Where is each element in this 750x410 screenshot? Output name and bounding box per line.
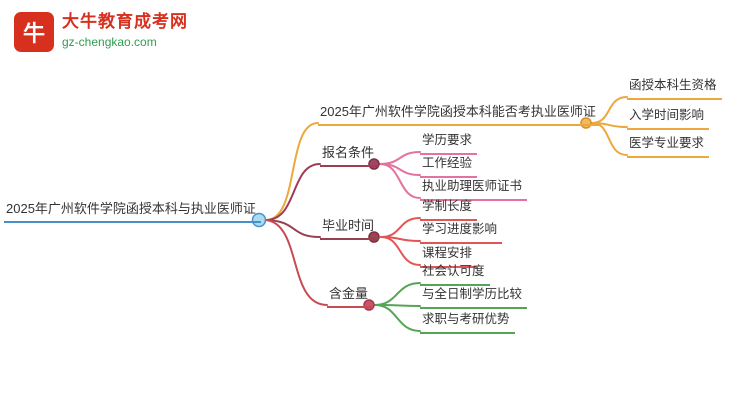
logo-title: 大牛教育成考网 bbox=[62, 12, 188, 31]
sub-node-fulltime-comparison: 与全日制学历比较 bbox=[420, 285, 528, 309]
sub-node-job-postgrad-advantage: 求职与考研优势 bbox=[420, 310, 515, 334]
branch-node-can-take-exam: 2025年广州软件学院函授本科能否考执业医师证 bbox=[318, 102, 601, 127]
sub-node-social-recognition: 社会认可度 bbox=[420, 262, 490, 286]
edge-b2-c3 bbox=[379, 163, 421, 199]
branch-node-value: 含金量 bbox=[327, 284, 374, 309]
sub-node-study-progress: 学习进度影响 bbox=[420, 220, 503, 244]
edge-root-branch3 bbox=[265, 219, 321, 238]
sub-node-work-experience: 工作经验 bbox=[420, 154, 478, 178]
logo-bull-icon: 牛 bbox=[14, 12, 54, 52]
edge-b2-c1 bbox=[379, 151, 421, 165]
sub-node-correspondence-eligibility: 函授本科生资格 bbox=[627, 76, 722, 100]
sub-node-education-requirement: 学历要求 bbox=[420, 131, 478, 155]
edge-b3-c2 bbox=[380, 236, 421, 242]
sub-node-course-schedule: 课程安排 bbox=[420, 244, 478, 268]
edge-b3-c1 bbox=[380, 217, 421, 238]
branch-node-registration-conditions: 报名条件 bbox=[320, 143, 380, 168]
branch-node-graduation-time: 毕业时间 bbox=[320, 216, 380, 241]
site-logo: 牛 大牛教育成考网 gz-chengkao.com bbox=[14, 12, 188, 52]
edge-b4-c3 bbox=[374, 304, 421, 332]
edge-b4-c2 bbox=[374, 304, 421, 307]
edge-root-branch4 bbox=[265, 219, 328, 306]
sub-node-assistant-physician-cert: 执业助理医师证书 bbox=[420, 177, 528, 201]
edge-root-branch2 bbox=[265, 163, 321, 221]
sub-node-enrollment-time: 入学时间影响 bbox=[627, 106, 710, 130]
edge-root-branch1 bbox=[265, 122, 319, 221]
edge-b4-c1 bbox=[374, 282, 421, 306]
edge-b3-c3 bbox=[380, 236, 421, 266]
root-node: 2025年广州软件学院函授本科与执业医师证 bbox=[4, 199, 261, 224]
sub-node-program-length: 学制长度 bbox=[420, 197, 478, 221]
edge-b2-c2 bbox=[379, 163, 421, 176]
logo-domain: gz-chengkao.com bbox=[62, 35, 157, 50]
edge-b1-c3 bbox=[591, 122, 628, 156]
sub-node-medical-major: 医学专业要求 bbox=[627, 134, 710, 158]
